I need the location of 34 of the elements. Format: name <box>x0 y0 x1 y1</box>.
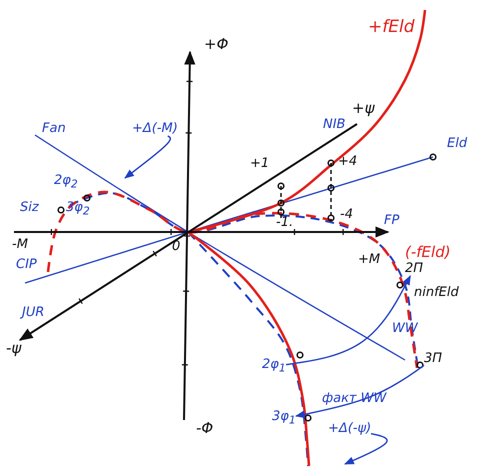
node-label: 2П <box>405 262 424 276</box>
label: +Φ <box>204 36 228 52</box>
label: JUR <box>22 306 44 320</box>
label: CIP <box>16 258 37 272</box>
label: -4 <box>340 208 353 222</box>
node-label: 2φ$_{1}$ <box>262 358 286 374</box>
label: +ψ <box>352 100 374 116</box>
label: ninfEld <box>414 286 459 300</box>
label: Eld <box>447 137 468 152</box>
label: +1 <box>250 157 270 172</box>
label: -M <box>12 238 28 252</box>
label: 0 <box>172 240 180 254</box>
label: WW <box>392 322 418 336</box>
label: -ψ <box>6 340 22 356</box>
label: 2φ$_{2}$ <box>54 174 78 190</box>
label: (-fEld) <box>405 244 451 260</box>
arrow <box>344 433 388 465</box>
label: -1. <box>276 216 294 230</box>
arrow <box>295 364 424 418</box>
label: +M <box>358 253 380 268</box>
label: -Φ <box>196 420 214 436</box>
label: NIB <box>323 118 346 132</box>
label: Siz <box>20 201 39 216</box>
label: FP <box>384 214 400 228</box>
arrow <box>124 135 171 179</box>
node-label: 3П <box>424 352 442 366</box>
label: 3φ$_{2}$ <box>66 201 90 218</box>
node-label: +Δ(-M) <box>132 122 178 136</box>
label: +fEld <box>368 18 414 37</box>
label: +4 <box>338 155 358 170</box>
node-label: 3φ$_{1}$ <box>272 410 296 426</box>
node-label: +Δ(-ψ) <box>328 422 372 436</box>
label: Fan <box>42 122 66 136</box>
arrow <box>286 275 411 366</box>
